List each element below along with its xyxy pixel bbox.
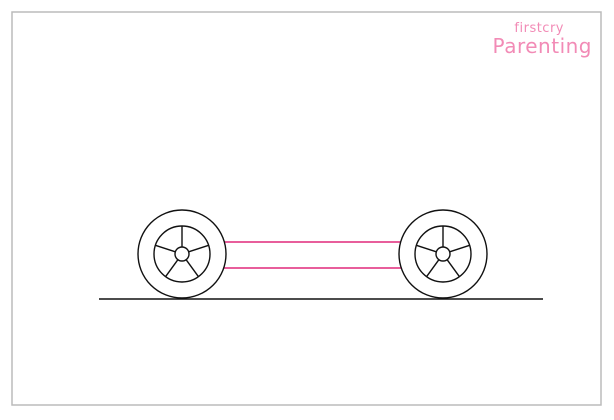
tire-outer — [137, 209, 227, 299]
spoke — [446, 259, 461, 278]
spoke — [185, 259, 200, 278]
wheel-left — [137, 209, 227, 299]
tire-outer — [398, 209, 488, 299]
hub — [174, 246, 190, 262]
logo-line2: Parenting — [492, 34, 592, 58]
spoke — [416, 244, 437, 253]
firstcry-parenting-logo: firstcry Parenting — [493, 22, 592, 57]
spoke — [155, 244, 176, 253]
spoke — [425, 259, 440, 278]
spoke — [188, 244, 209, 253]
logo-line1: firstcry — [514, 21, 564, 36]
spoke — [164, 259, 179, 278]
hub — [435, 246, 451, 262]
spoke — [449, 244, 470, 253]
page-frame — [11, 11, 602, 406]
wheel-right — [398, 209, 488, 299]
